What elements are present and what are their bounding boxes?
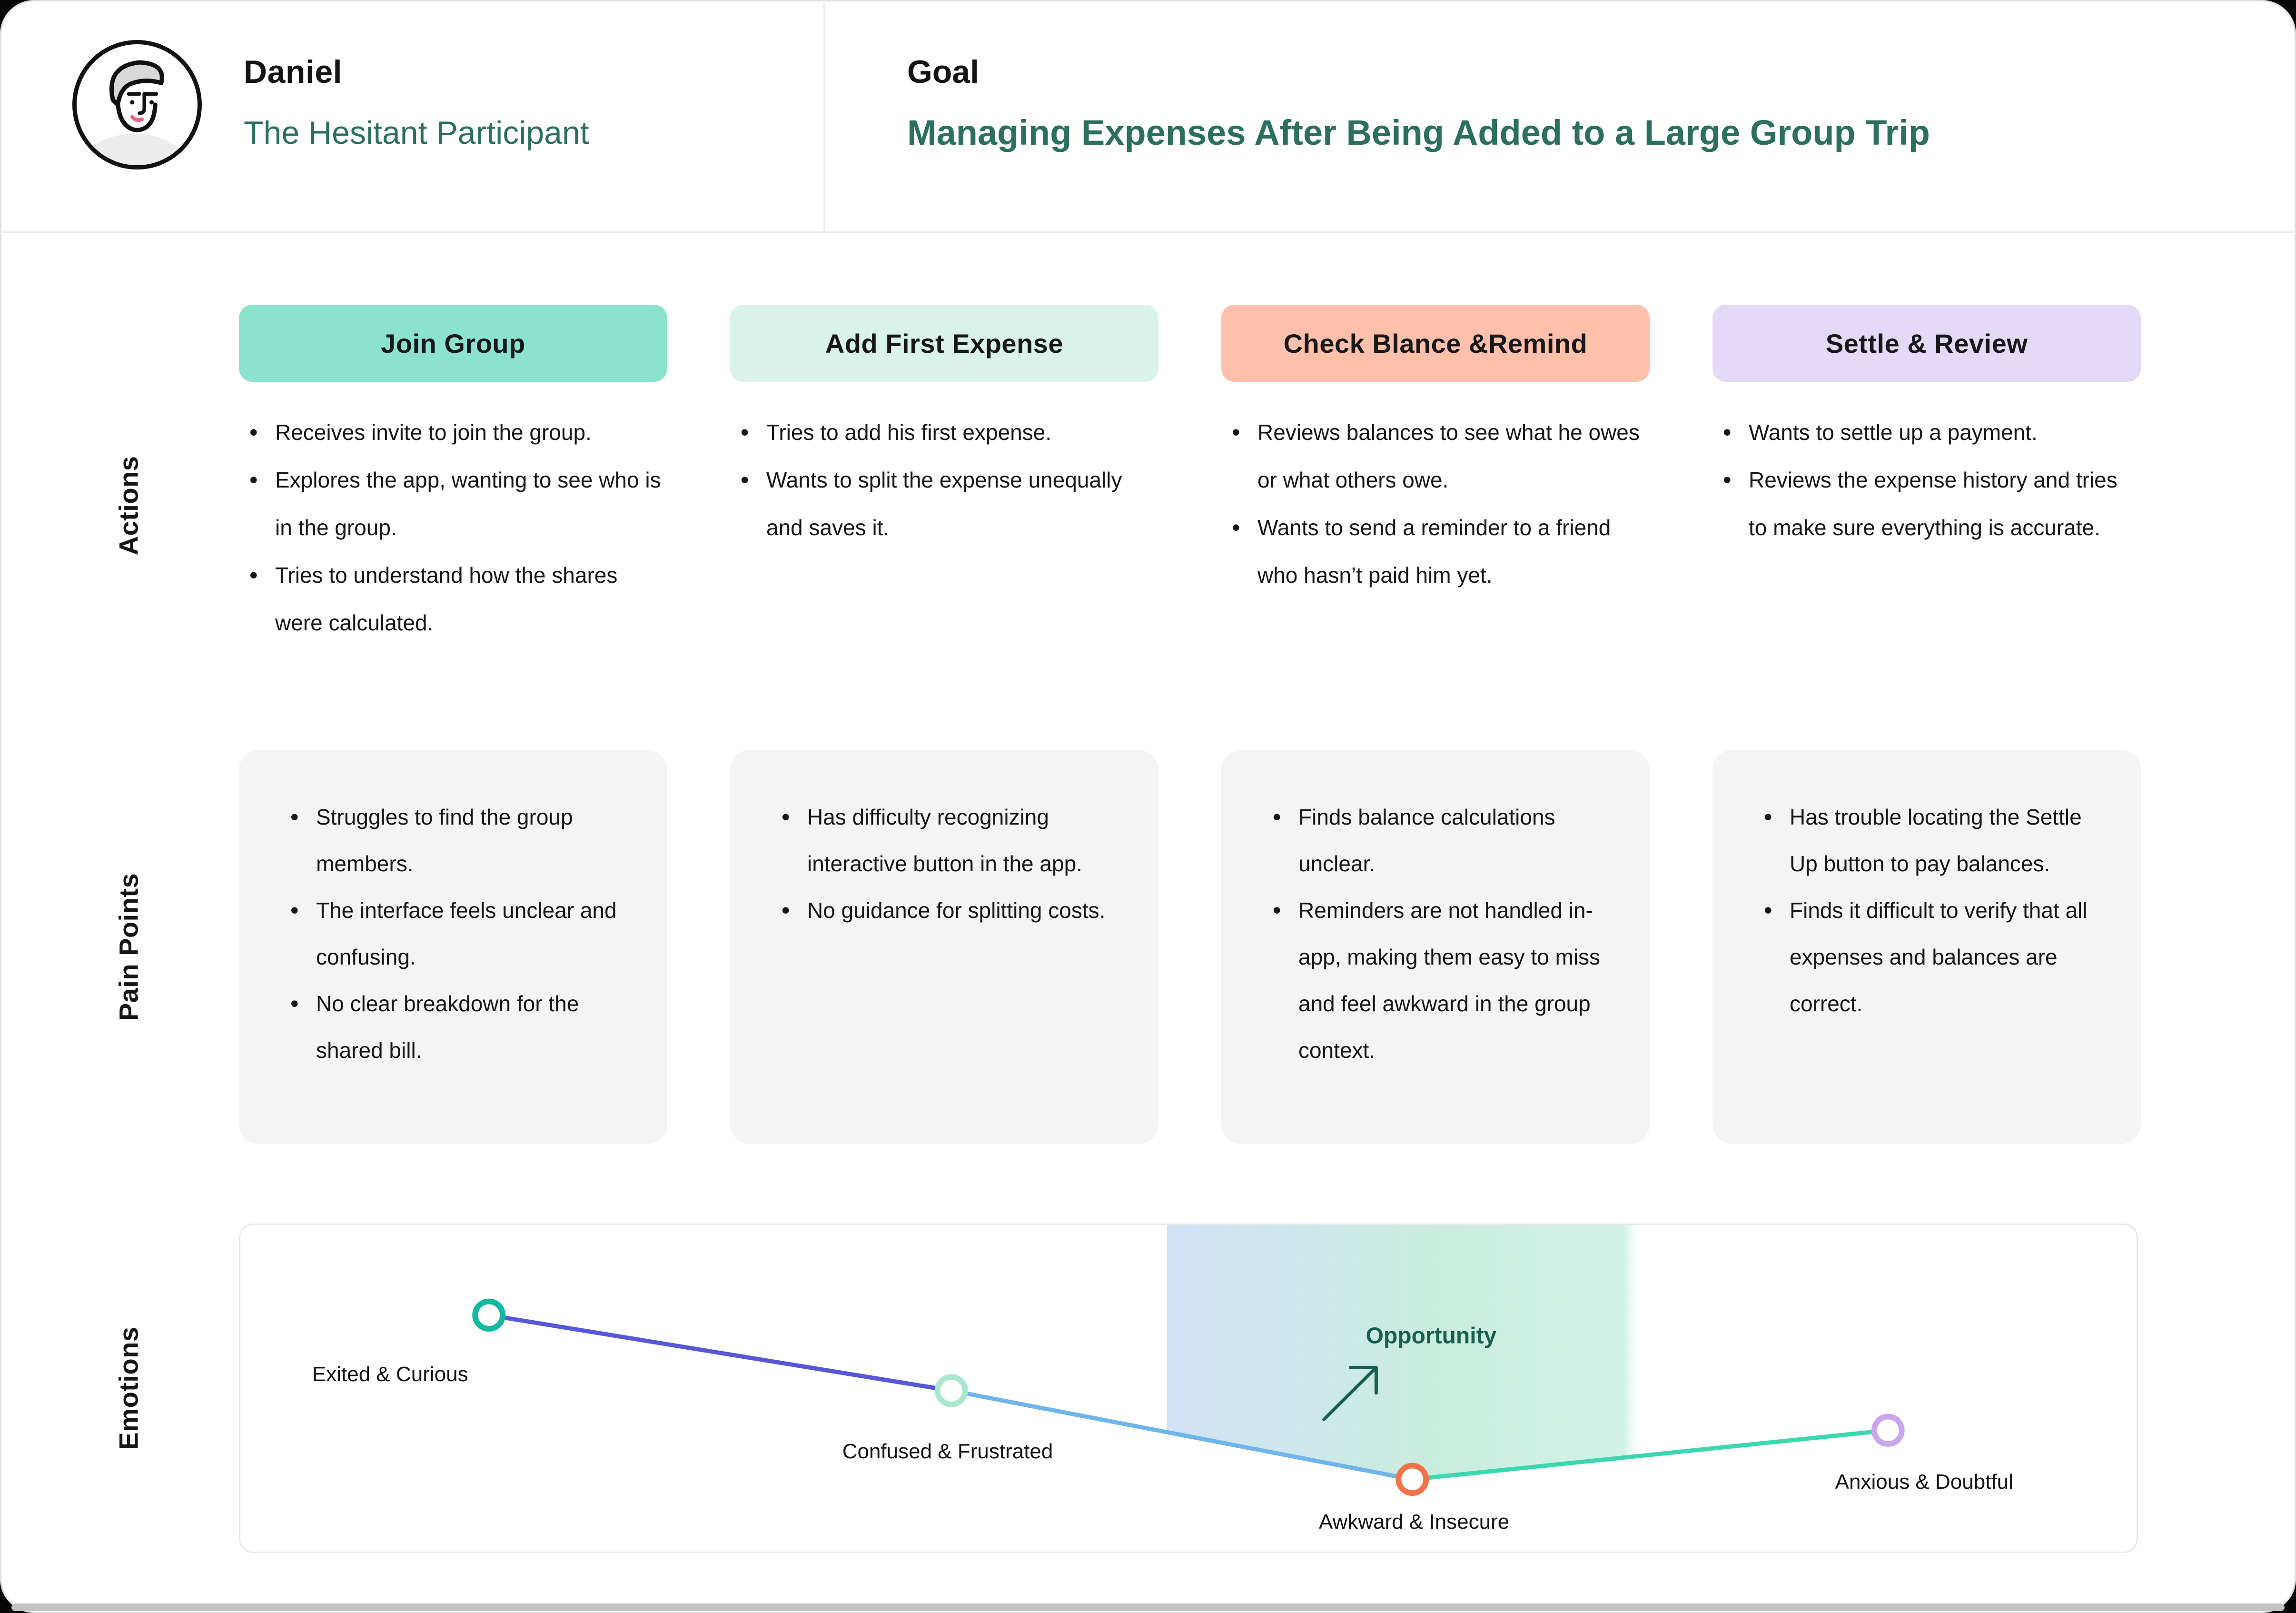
pain-point-item: Reminders are not handled in-app, making… — [1269, 887, 1616, 1074]
opportunity-band — [1167, 1225, 1643, 1480]
actions-list: Wants to settle up a payment. Reviews th… — [1712, 408, 2141, 551]
emotion-label-awkward: Awkward & Insecure — [1318, 1510, 1510, 1534]
stage-column-settle-review: Settle & Review Wants to settle up a pay… — [1712, 305, 2141, 647]
pain-card-settle-review: Has trouble locating the Settle Up butto… — [1712, 750, 2141, 1144]
pain-point-item: The interface feels unclear and confusin… — [287, 887, 634, 980]
stage-column-add-first-expense: Add First Expense Tries to add his first… — [730, 305, 1158, 647]
action-item: Explores the app, wanting to see who is … — [246, 456, 663, 551]
pain-points-list: Has difficulty recognizing interactive b… — [778, 794, 1125, 934]
pain-points-row: Struggles to find the group members. The… — [239, 750, 2141, 1144]
goal-block: Goal Managing Expenses After Being Added… — [907, 53, 1930, 153]
emotion-label-confused: Confused & Frustrated — [842, 1440, 1053, 1464]
emotion-point-confused — [934, 1374, 968, 1407]
actions-row: Join Group Receives invite to join the g… — [239, 305, 2141, 647]
actions-list: Tries to add his first expense. Wants to… — [730, 408, 1158, 551]
action-item: Receives invite to join the group. — [246, 408, 663, 456]
action-item: Reviews the expense history and tries to… — [1719, 456, 2136, 551]
emotion-line-segment-1 — [486, 1313, 954, 1393]
goal-label: Goal — [907, 54, 980, 90]
persona-header: Daniel The Hesitant Participant Goal Man… — [0, 0, 2296, 233]
emotion-label-anxious: Anxious & Doubtful — [1835, 1470, 2013, 1494]
pain-card-check-balance-remind: Finds balance calculations unclear. Remi… — [1221, 750, 1650, 1144]
stage-header-join-group: Join Group — [239, 305, 667, 382]
stage-header-check-balance-remind: Check Blance &Remind — [1221, 305, 1650, 382]
row-label-emotions: Emotions — [113, 1326, 144, 1450]
emotion-line-segment-3 — [1410, 1428, 1890, 1482]
pain-point-item: Struggles to find the group members. — [287, 794, 634, 887]
action-item: Wants to split the expense unequally and… — [737, 456, 1154, 551]
emotion-line-segment-2 — [949, 1388, 1415, 1482]
stage-column-check-balance-remind: Check Blance &Remind Reviews balances to… — [1221, 305, 1650, 647]
pain-points-list: Struggles to find the group members. The… — [287, 794, 634, 1074]
emotions-curve-svg — [472, 1225, 1905, 1496]
persona-archetype: The Hesitant Participant — [244, 115, 589, 151]
action-item: Tries to understand how the shares were … — [246, 551, 663, 647]
emotion-point-anxious — [1871, 1414, 1905, 1447]
emotions-chart: Exited & Curious Confused & Frustrated A… — [239, 1224, 2138, 1553]
pain-point-item: Finds balance calculations unclear. — [1269, 794, 1616, 887]
header-vertical-divider — [823, 0, 825, 231]
action-item: Tries to add his first expense. — [737, 408, 1154, 456]
action-item: Reviews balances to see what he owes or … — [1228, 408, 1645, 504]
pain-points-list: Finds balance calculations unclear. Remi… — [1269, 794, 1616, 1074]
avatar — [72, 40, 202, 169]
pain-point-item: Has difficulty recognizing interactive b… — [778, 794, 1125, 887]
pain-point-item: No clear breakdown for the shared bill. — [287, 980, 634, 1074]
actions-list: Reviews balances to see what he owes or … — [1221, 408, 1650, 599]
pain-card-join-group: Struggles to find the group members. The… — [239, 750, 667, 1144]
row-label-pain-points: Pain Points — [113, 873, 144, 1021]
stage-header-add-first-expense: Add First Expense — [730, 305, 1158, 382]
pain-point-item: Has trouble locating the Settle Up butto… — [1760, 794, 2108, 887]
emotion-point-awkward — [1395, 1463, 1429, 1496]
opportunity-label: Opportunity — [1366, 1323, 1497, 1349]
pain-point-item: No guidance for splitting costs. — [778, 887, 1125, 934]
row-label-actions: Actions — [113, 456, 144, 556]
action-item: Wants to send a reminder to a friend who… — [1228, 504, 1645, 599]
avatar-illustration-icon — [81, 60, 188, 165]
pain-points-list: Has trouble locating the Settle Up butto… — [1760, 794, 2108, 1027]
opportunity-arrow-icon — [1322, 1365, 1378, 1421]
emotion-point-excited — [472, 1298, 506, 1332]
emotion-label-excited: Exited & Curious — [312, 1362, 468, 1386]
persona-text-block: Daniel The Hesitant Participant — [244, 53, 589, 151]
pain-point-item: Finds it difficult to verify that all ex… — [1760, 887, 2108, 1027]
stage-column-join-group: Join Group Receives invite to join the g… — [239, 305, 667, 647]
goal-title: Managing Expenses After Being Added to a… — [907, 113, 1930, 152]
stage-header-settle-review: Settle & Review — [1712, 305, 2141, 382]
horizontal-scrollbar[interactable] — [11, 1603, 2285, 1611]
action-item: Wants to settle up a payment. — [1719, 408, 2136, 456]
pain-card-add-first-expense: Has difficulty recognizing interactive b… — [730, 750, 1158, 1144]
actions-list: Receives invite to join the group. Explo… — [239, 408, 667, 647]
persona-name: Daniel — [244, 54, 343, 90]
